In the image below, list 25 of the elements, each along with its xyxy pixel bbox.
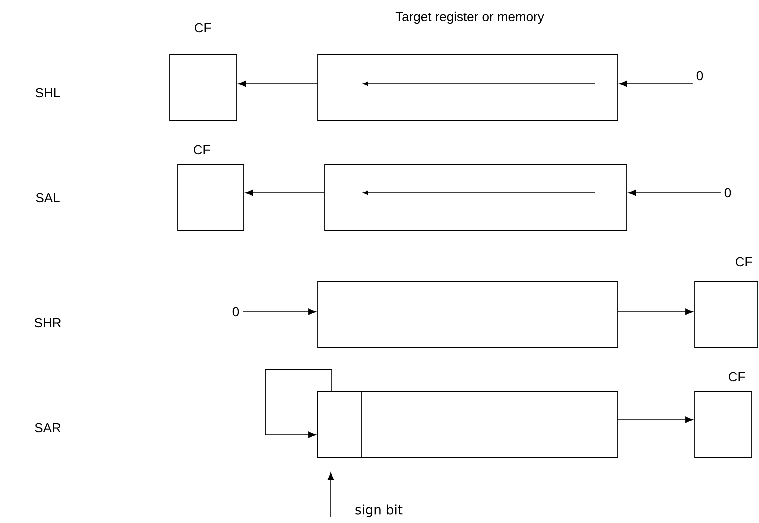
input-value: 0 (696, 71, 704, 81)
arrow (628, 190, 722, 196)
box-heading: CF (736, 257, 752, 267)
sign-bit-cell (318, 392, 362, 458)
annotation-text: sign bit (356, 504, 403, 518)
box-heading: CF (729, 372, 746, 382)
operation-label: SHL (36, 88, 60, 98)
arrow (246, 190, 325, 196)
arrow (238, 80, 318, 88)
operation-label: SHR (34, 318, 62, 328)
arrow (618, 416, 694, 424)
arrow (618, 308, 694, 316)
arrow (620, 80, 694, 88)
box-heading: CF (194, 145, 210, 155)
operation-label: SAR (35, 423, 61, 433)
arrow (265, 369, 332, 438)
arrow (328, 472, 334, 518)
box-heading: CF (195, 23, 212, 33)
register-box (318, 282, 618, 348)
register-box (324, 164, 628, 232)
box-heading: Target register or memory (396, 12, 544, 24)
input-value: 0 (724, 188, 732, 198)
input-value: 0 (232, 307, 240, 317)
operation-label: SAL (36, 193, 60, 203)
arrow (242, 308, 316, 316)
